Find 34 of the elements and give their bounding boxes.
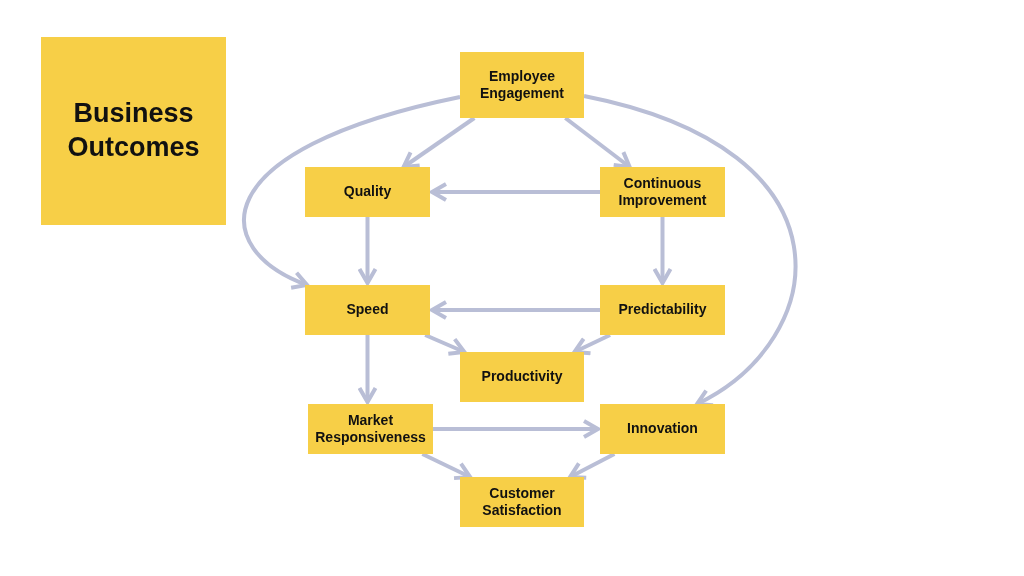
arrow (401, 116, 476, 169)
arrow (421, 452, 473, 481)
arrow (424, 333, 467, 356)
title-text: Business Outcomes (66, 97, 201, 164)
node-label: Productivity (481, 368, 563, 386)
title-box (41, 37, 226, 225)
arrow (357, 217, 378, 285)
arrow (564, 116, 632, 169)
process-box (460, 52, 584, 118)
process-box (305, 167, 430, 217)
node-label: Innovation (627, 420, 698, 438)
arrow (430, 300, 600, 320)
node-label: Predictability (618, 301, 707, 319)
arrow (652, 217, 673, 285)
node-label: Customer Satisfaction (481, 484, 563, 520)
arrow (242, 95, 461, 289)
node-label: Speed (346, 301, 389, 319)
arrow (583, 94, 797, 406)
process-box (460, 477, 584, 527)
node-label: Continuous Improvement (617, 174, 708, 210)
node-label: Market Responsiveness (314, 411, 427, 447)
arrow (433, 419, 600, 439)
node-label: Employee Engagement (479, 67, 565, 103)
arrow (357, 335, 378, 404)
process-box (460, 352, 584, 402)
process-box (600, 167, 725, 217)
process-box (600, 285, 725, 335)
process-box (305, 285, 430, 335)
arrow (430, 182, 600, 202)
arrow (572, 333, 611, 356)
process-box (600, 404, 725, 454)
arrow (568, 452, 616, 480)
node-label: Quality (343, 183, 392, 201)
process-box (308, 404, 433, 454)
